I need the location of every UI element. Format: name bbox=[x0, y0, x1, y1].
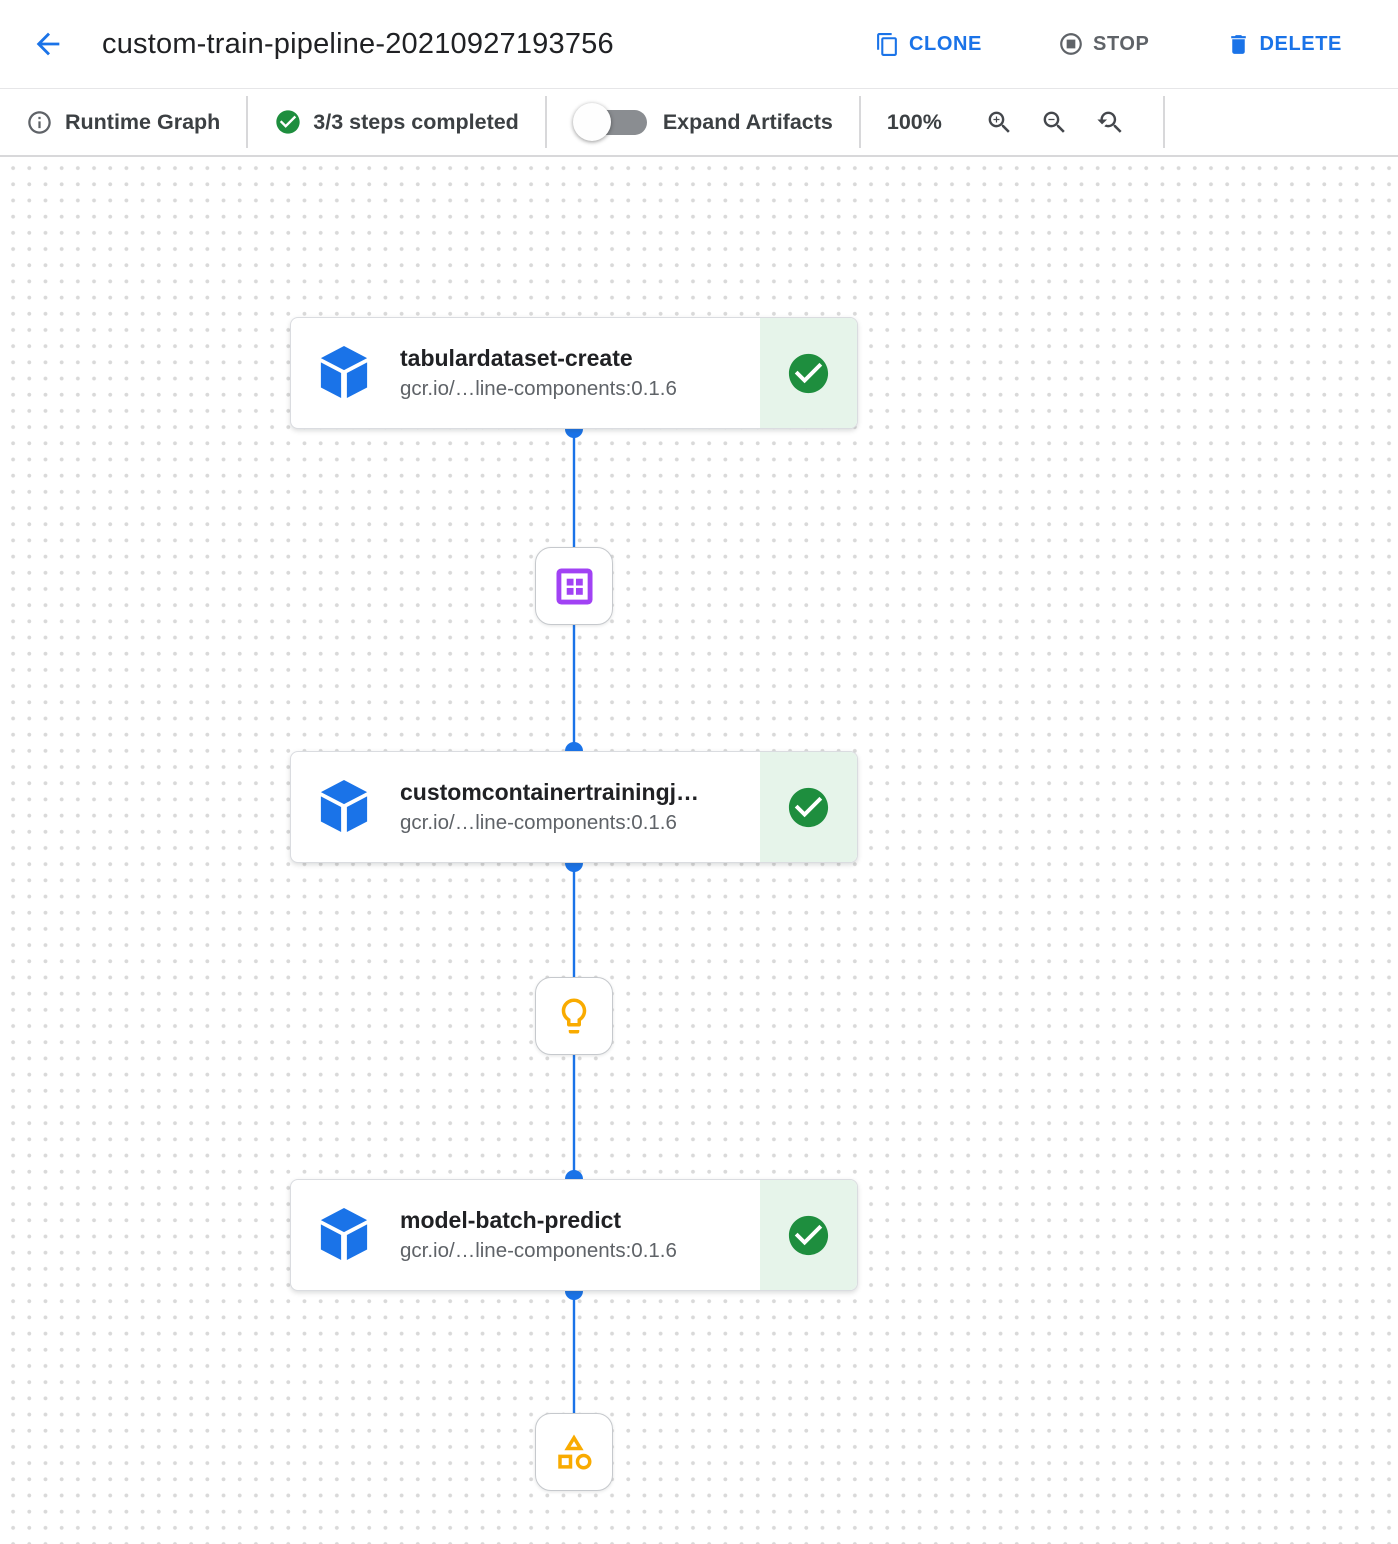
clone-button[interactable]: CLONE bbox=[875, 32, 982, 57]
stop-button[interactable]: STOP bbox=[1058, 31, 1150, 57]
step-status-completed bbox=[760, 318, 857, 428]
step-title: customcontainertrainingj… bbox=[400, 779, 700, 805]
reset-zoom-icon bbox=[1097, 111, 1122, 133]
stop-label: STOP bbox=[1093, 32, 1150, 55]
reset-zoom-button[interactable] bbox=[1082, 108, 1137, 137]
back-button[interactable] bbox=[26, 22, 70, 66]
view-label: Runtime Graph bbox=[65, 109, 221, 134]
step-image: gcr.io/…line-components:0.1.6 bbox=[400, 811, 677, 834]
success-check-icon bbox=[788, 1215, 829, 1255]
expand-artifacts-label: Expand Artifacts bbox=[662, 109, 833, 134]
step-node-tabulardataset-create[interactable]: tabulardataset-create gcr.io/…line-compo… bbox=[290, 317, 858, 429]
pipeline-canvas[interactable]: tabulardataset-create gcr.io/…line-compo… bbox=[0, 157, 1398, 1544]
clone-label: CLONE bbox=[909, 32, 982, 55]
zoom-out-button[interactable] bbox=[1027, 108, 1082, 137]
stop-icon bbox=[1060, 33, 1082, 55]
artifact-node-dataset[interactable] bbox=[535, 547, 613, 625]
toolbar-divider bbox=[1162, 96, 1165, 148]
zoom-out-icon bbox=[1043, 111, 1065, 133]
step-image: gcr.io/…line-components:0.1.6 bbox=[400, 377, 677, 400]
header-bar: custom-train-pipeline-20210927193756 CLO… bbox=[0, 0, 1398, 89]
step-node-model-batch-predict[interactable]: model-batch-predict gcr.io/…line-compone… bbox=[290, 1179, 858, 1291]
step-title: model-batch-predict bbox=[400, 1207, 622, 1233]
info-icon[interactable] bbox=[26, 109, 53, 136]
toolbar-divider bbox=[246, 96, 249, 148]
delete-label: DELETE bbox=[1259, 32, 1342, 55]
component-cube-icon bbox=[318, 345, 370, 401]
delete-button[interactable]: DELETE bbox=[1226, 32, 1343, 57]
zoom-in-icon bbox=[988, 111, 1010, 133]
lightbulb-icon bbox=[561, 998, 587, 1034]
steps-status-group: 3/3 steps completed bbox=[274, 108, 519, 136]
clone-icon bbox=[877, 32, 897, 56]
toolbar-divider bbox=[858, 96, 861, 148]
zoom-controls-group: 100% bbox=[887, 108, 1137, 137]
runtime-graph-group: Runtime Graph bbox=[26, 109, 220, 136]
delete-icon bbox=[1230, 34, 1246, 54]
toolbar-divider bbox=[544, 96, 547, 148]
step-text: customcontainertrainingj… gcr.io/…line-c… bbox=[400, 779, 809, 835]
graph-toolbar: Runtime Graph 3/3 steps completed Expand… bbox=[0, 89, 1398, 157]
step-title: tabulardataset-create bbox=[400, 345, 633, 371]
toggle-knob bbox=[572, 103, 611, 141]
artifact-node-generic[interactable] bbox=[535, 1413, 613, 1491]
success-check-icon bbox=[788, 353, 829, 393]
step-text: tabulardataset-create gcr.io/…line-compo… bbox=[400, 345, 787, 401]
category-icon bbox=[558, 1434, 592, 1470]
back-arrow-icon bbox=[36, 32, 60, 56]
expand-artifacts-group: Expand Artifacts bbox=[572, 102, 833, 142]
steps-status-label: 3/3 steps completed bbox=[313, 109, 519, 134]
expand-artifacts-toggle[interactable] bbox=[572, 102, 647, 142]
step-status-completed bbox=[760, 752, 857, 862]
check-circle-icon bbox=[274, 108, 302, 136]
zoom-in-button[interactable] bbox=[972, 108, 1027, 137]
step-node-customcontainertrainingjob[interactable]: customcontainertrainingj… gcr.io/…line-c… bbox=[290, 751, 858, 863]
step-image: gcr.io/…line-components:0.1.6 bbox=[400, 1239, 677, 1262]
step-status-completed bbox=[760, 1180, 857, 1290]
component-cube-icon bbox=[318, 779, 370, 835]
page-title: custom-train-pipeline-20210927193756 bbox=[102, 27, 614, 60]
artifact-node-model[interactable] bbox=[535, 977, 613, 1055]
header-actions: CLONE STOP DELETE bbox=[875, 31, 1342, 57]
success-check-icon bbox=[788, 787, 829, 827]
step-text: model-batch-predict gcr.io/…line-compone… bbox=[400, 1207, 787, 1263]
component-cube-icon bbox=[318, 1207, 370, 1263]
dataset-icon bbox=[555, 567, 593, 605]
zoom-level-value: 100% bbox=[886, 109, 942, 134]
